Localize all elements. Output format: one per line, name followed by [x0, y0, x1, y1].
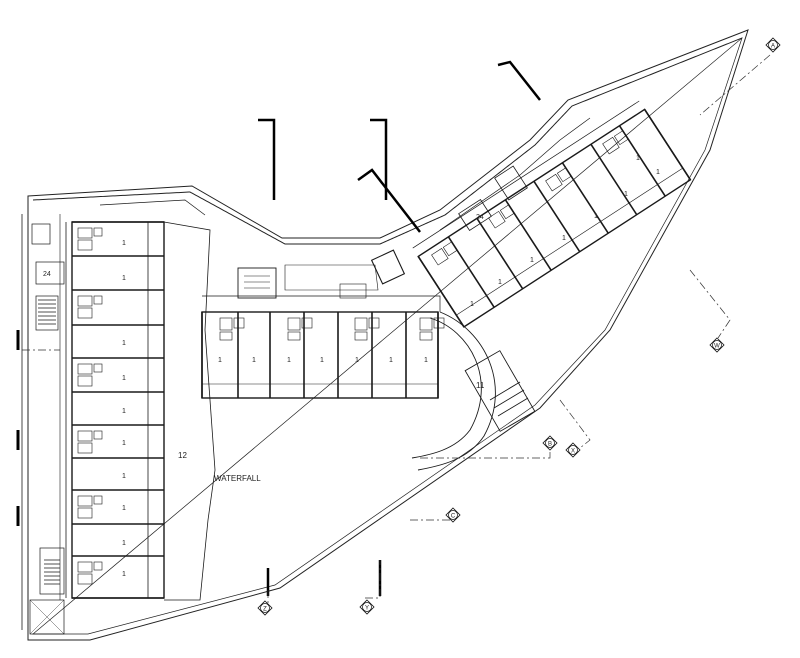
unit-number: 1 — [122, 408, 126, 415]
section-marker-y: Y — [359, 599, 375, 615]
section-cut-lines — [16, 60, 541, 596]
unit-number: 1 — [594, 213, 598, 220]
section-marker-a: A — [765, 37, 781, 53]
bathroom-fixture — [77, 430, 103, 454]
bathroom-fixture — [419, 317, 445, 341]
unit-number: 1 — [530, 257, 534, 264]
unit-partition — [417, 256, 465, 328]
stair-north-number: 24 — [476, 214, 484, 221]
section-marker-letter: A — [771, 43, 775, 49]
waterfall-label: WATERFALL — [214, 474, 261, 483]
unit-number: 1 — [636, 155, 640, 162]
section-markers: A W B X C Z Y — [257, 37, 781, 616]
stair-west-top — [31, 223, 65, 331]
section-marker-w: W — [709, 337, 725, 353]
stair-west-number: 24 — [43, 271, 51, 278]
section-marker-letter: B — [548, 441, 552, 447]
unit-partition — [643, 108, 692, 181]
unit-number: 1 — [470, 301, 474, 308]
unit-number: 1 — [218, 357, 222, 364]
section-marker-letter: X — [571, 448, 575, 454]
unit-number: 1 — [498, 279, 502, 286]
west-wing — [21, 199, 216, 630]
unit-number: 1 — [122, 440, 126, 447]
unit-number: 1 — [624, 191, 628, 198]
unit-number: 1 — [122, 375, 126, 382]
bathroom-fixture — [219, 317, 245, 341]
section-marker-letter: C — [451, 513, 456, 519]
bathroom-fixture — [77, 227, 103, 251]
bathroom-fixture — [287, 317, 313, 341]
bathroom-fixture — [545, 167, 572, 192]
unit-number: 1 — [320, 357, 324, 364]
unit-number: 1 — [122, 505, 126, 512]
bathroom-fixture — [431, 241, 458, 266]
bathroom-fixture — [77, 363, 103, 387]
section-marker-letter: W — [714, 343, 720, 349]
bathroom-fixture — [602, 130, 629, 155]
unit-partition — [533, 180, 581, 253]
courtyard-number: 12 — [178, 451, 187, 460]
site-boundary — [27, 29, 749, 641]
stair-west-bottom — [29, 547, 65, 635]
unit-number: 1 — [122, 340, 126, 347]
bathroom-fixture — [488, 204, 515, 229]
unit-number: 1 — [656, 169, 660, 176]
bathroom-fixture — [354, 317, 380, 341]
unit-number: 1 — [562, 235, 566, 242]
bathroom-fixture — [77, 295, 103, 319]
central-wing — [201, 249, 445, 399]
section-marker-z: Z — [257, 600, 273, 616]
northeast-wing — [412, 100, 692, 328]
unit-number: 1 — [252, 357, 256, 364]
section-marker-b: B — [542, 435, 558, 451]
unit-number: 1 — [287, 357, 291, 364]
unit-number: 1 — [122, 275, 126, 282]
unit-number: 1 — [355, 357, 359, 364]
unit-number: 1 — [122, 571, 126, 578]
unit-number: 1 — [122, 240, 126, 247]
section-marker-letter: Z — [263, 606, 267, 612]
ramp-number: 11 — [476, 381, 485, 390]
unit-number: 1 — [122, 540, 126, 547]
dash-dot-lines — [22, 54, 771, 610]
section-marker-letter: Y — [365, 605, 369, 611]
unit-number: 1 — [389, 357, 393, 364]
section-marker-x: X — [565, 442, 581, 458]
bathroom-fixture — [77, 495, 103, 519]
unit-number: 1 — [122, 473, 126, 480]
unit-partition — [590, 143, 638, 216]
unit-number: 1 — [424, 357, 428, 364]
bathroom-fixture — [77, 561, 103, 585]
section-marker-c: C — [445, 507, 461, 523]
curved-ramp — [411, 311, 536, 471]
